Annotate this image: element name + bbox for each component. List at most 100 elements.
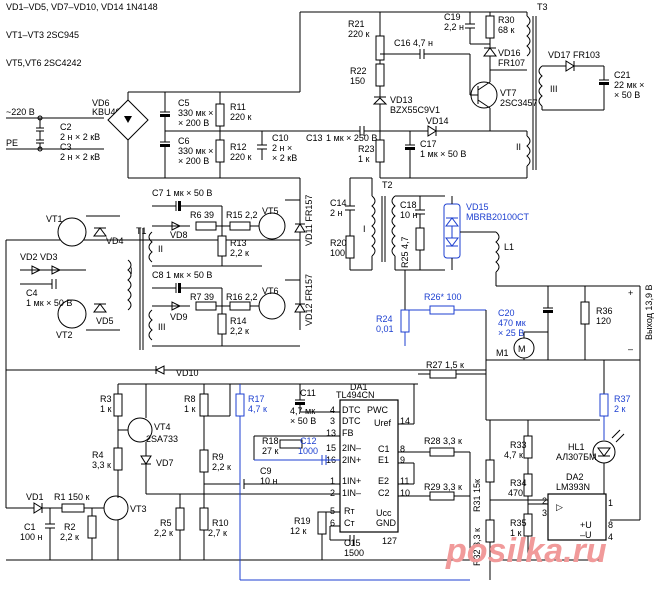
header-diodes-note: VD1–VD5, VD7–VD10, VD14 1N4148 [6, 2, 158, 12]
hl1-type: АЛ307БМ [556, 452, 597, 462]
control-section: VD10 R27 1,5 к DA1 TL494CN DTC PWC DTC U… [5, 360, 486, 581]
vt4-type: 2SA733 [146, 434, 178, 444]
vd6-label: VD6 [92, 98, 110, 108]
r29-label: R29 3,3 к [424, 482, 462, 492]
r30-value: 68 к [498, 25, 515, 35]
c21-value2: × 50 В [614, 90, 640, 100]
c15-value: 1500 [344, 548, 364, 558]
pin-e1: E1 [378, 455, 389, 465]
pin-number: 6 [330, 518, 335, 528]
vd9-label: VD9 [170, 312, 188, 322]
c9-label: C9 [260, 466, 272, 476]
pin-number: 2 [542, 496, 547, 506]
vt7-label: VT7 [500, 88, 517, 98]
l1-label: L1 [504, 242, 514, 252]
r22-value: 150 [350, 76, 365, 86]
vt6-transistor-icon [258, 292, 286, 320]
converter-section: C14 2 н R20 100 T2 I C18 10 н R25 4,7 [299, 177, 654, 370]
c19-label: C19 [444, 12, 461, 22]
pin-number: 4 [330, 405, 335, 415]
r6-label: R6 39 [190, 210, 214, 220]
pin-pwc: PWC [367, 405, 388, 415]
pin-number: 7 [392, 536, 397, 546]
vd16-type: FR107 [498, 58, 525, 68]
vt1-transistor-icon [57, 217, 87, 247]
c10-value2: × 2 кВ [272, 153, 297, 163]
motor-letter: M [518, 344, 526, 354]
da2-label: DA2 [566, 472, 584, 482]
vd10-label: VD10 [176, 368, 199, 378]
r2-label: R2 [64, 522, 76, 532]
pin-number: 5 [330, 506, 335, 516]
r3-label: R3 [100, 394, 112, 404]
pin-number: 2 [330, 488, 335, 498]
c21-value1: 22 мк × [614, 80, 644, 90]
r13-value: 2,2 к [230, 248, 249, 258]
r17-value: 4,7 к [248, 404, 267, 414]
c12-value: 1000 [298, 446, 318, 456]
c1-value: 100 н [20, 532, 43, 542]
r9-label: R9 [212, 452, 224, 462]
c18-label: C18 [400, 200, 417, 210]
vd6-type: KBU406 [92, 107, 126, 117]
r16-label: R16 2,2 [226, 292, 258, 302]
r37-value: 2 к [614, 404, 626, 414]
r34-label: R34 [510, 478, 527, 488]
r11-label: R11 [230, 102, 246, 112]
vt5-transistor-icon [258, 212, 286, 240]
minus-terminal: – [628, 344, 633, 354]
pin-number: 13 [326, 428, 336, 438]
pin-c1: C1 [378, 444, 390, 454]
c10-label: C10 [272, 133, 289, 143]
r22-label: R22 [350, 66, 367, 76]
pin-number: 15 [326, 443, 336, 453]
pin-e2: E2 [378, 476, 389, 486]
pe-label: PE [6, 138, 18, 148]
pin-number: 3 [330, 416, 335, 426]
r12-value: 220 к [230, 152, 252, 162]
pin-rt: Rт [344, 506, 355, 516]
c19-value: 2,2 н [444, 22, 464, 32]
mains-label: ~220 В [6, 107, 35, 117]
c12-label: C12 [300, 436, 317, 446]
comparator-symbol: ▷ [556, 502, 563, 512]
vd11-label: VD11 FR157 [304, 195, 314, 246]
c17-value: 1 мк × 50 В [420, 149, 466, 159]
pin-number: 9 [400, 455, 405, 465]
tl494-chip [339, 399, 399, 533]
r5-value: 2,2 к [154, 528, 173, 538]
r27-label: R27 1,5 к [426, 360, 464, 370]
r18-value: 27 к [262, 446, 279, 456]
pin-ct: Cт [344, 518, 355, 528]
pin-number: 3 [542, 508, 547, 518]
r20-label: R20 [330, 238, 347, 248]
c4-value: 1 мк × 50 В [26, 298, 72, 308]
r33-label: R33 [510, 440, 527, 450]
t2-label: T2 [382, 180, 393, 190]
c10-value1: 2 н × [272, 143, 292, 153]
c11-value1: 4,7 мк [290, 406, 315, 416]
pin-c2: C2 [378, 488, 390, 498]
r20-value: 100 [330, 248, 345, 258]
c3-label: C3 [60, 142, 72, 152]
r13-label: R13 [230, 238, 247, 248]
vd5-label: VD5 [96, 316, 114, 326]
r37-label: R37 [614, 394, 631, 404]
pin-2in-plus: 2IN+ [342, 455, 361, 465]
c7-label: C7 1 мк × 50 В [152, 188, 212, 198]
c8-label: C8 1 мк × 50 В [152, 270, 212, 280]
c11-value2: × 50 В [290, 416, 316, 426]
c6-value1: 330 мк × [178, 146, 213, 156]
r14-value: 2,2 к [230, 326, 249, 336]
vd14-label: VD14 [426, 116, 449, 126]
r30-label: R30 [498, 15, 515, 25]
pin-number: 11 [400, 476, 409, 486]
r10-value: 2,7 к [208, 528, 227, 538]
pin-number: 1 [608, 498, 613, 508]
pin-fb: FB [342, 428, 354, 438]
r7-label: R7 39 [190, 292, 214, 302]
pin-1in-minus: 1IN– [342, 488, 361, 498]
pin-uref: Uref [374, 418, 392, 428]
watermark-text: posilka.ru [445, 532, 607, 570]
